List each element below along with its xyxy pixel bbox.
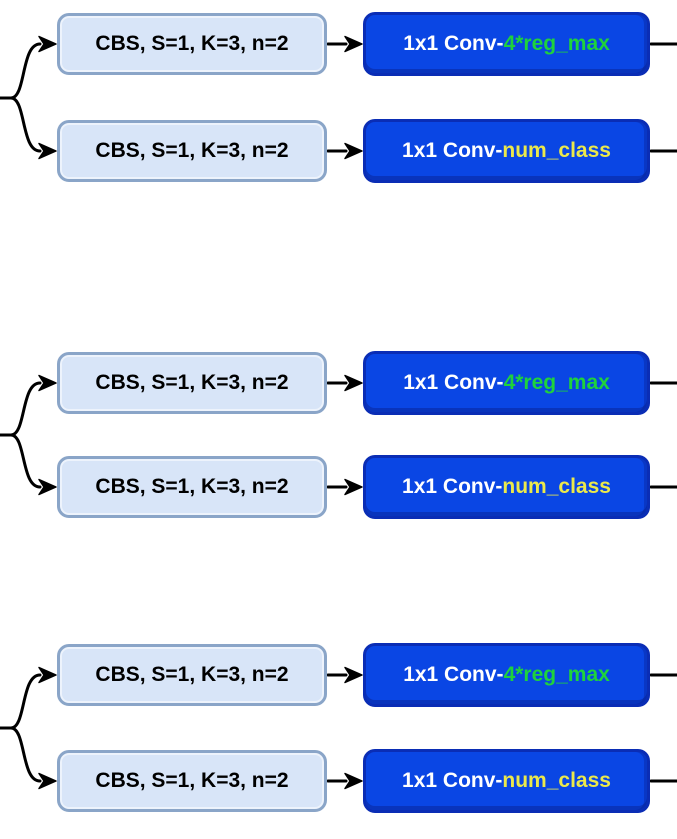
reg-max-text: 4*reg_max xyxy=(503,32,610,55)
branch-up xyxy=(9,42,42,100)
conv-reg-block: 1x1 Conv-4*reg_max xyxy=(363,643,650,707)
conv-label: 1x1 Conv-num_class xyxy=(402,139,611,163)
cbs-block: CBS, S=1, K=3, n=2 xyxy=(57,13,327,75)
cbs-block: CBS, S=1, K=3, n=2 xyxy=(57,750,327,812)
conv-reg-block: 1x1 Conv-4*reg_max xyxy=(363,351,650,415)
conv-label: 1x1 Conv-4*reg_max xyxy=(403,32,610,56)
conv-prefix-text: 1x1 Conv- xyxy=(403,663,504,686)
cbs-label: CBS, S=1, K=3, n=2 xyxy=(95,371,289,394)
conv-prefix-text: 1x1 Conv- xyxy=(402,475,503,498)
cbs-label: CBS, S=1, K=3, n=2 xyxy=(95,475,289,498)
arrowhead-icon xyxy=(38,374,57,392)
conv-prefix-text: 1x1 Conv- xyxy=(402,769,503,792)
arrowhead-icon xyxy=(38,478,57,496)
branch-down xyxy=(9,726,42,783)
cbs-label: CBS, S=1, K=3, n=2 xyxy=(95,139,289,162)
cbs-block: CBS, S=1, K=3, n=2 xyxy=(57,120,327,182)
cbs-block: CBS, S=1, K=3, n=2 xyxy=(57,352,327,414)
conv-prefix-text: 1x1 Conv- xyxy=(403,32,504,55)
conv-label: 1x1 Conv-4*reg_max xyxy=(403,663,610,687)
branch-down xyxy=(9,96,42,153)
arrowhead-icon xyxy=(38,35,57,53)
conv-label: 1x1 Conv-4*reg_max xyxy=(403,371,610,395)
reg-max-text: 4*reg_max xyxy=(503,663,610,686)
reg-max-text: 4*reg_max xyxy=(503,371,610,394)
conv-reg-block: 1x1 Conv-4*reg_max xyxy=(363,12,650,76)
cbs-block: CBS, S=1, K=3, n=2 xyxy=(57,644,327,706)
cbs-label: CBS, S=1, K=3, n=2 xyxy=(95,663,289,686)
arrowhead-icon xyxy=(344,35,363,53)
branch-up xyxy=(9,673,42,730)
cbs-label: CBS, S=1, K=3, n=2 xyxy=(95,32,289,55)
arrowhead-icon xyxy=(38,666,57,684)
branch-up xyxy=(9,381,42,437)
conv-prefix-text: 1x1 Conv- xyxy=(403,371,504,394)
arrowhead-icon xyxy=(38,142,57,160)
branch-down xyxy=(9,433,42,489)
arrowhead-icon xyxy=(344,772,363,790)
conv-cls-block: 1x1 Conv-num_class xyxy=(363,119,650,183)
arrowhead-icon xyxy=(344,142,363,160)
arrowhead-icon xyxy=(38,772,57,790)
num-class-text: num_class xyxy=(502,769,611,792)
num-class-text: num_class xyxy=(502,475,611,498)
cbs-label: CBS, S=1, K=3, n=2 xyxy=(95,769,289,792)
arrowhead-icon xyxy=(344,478,363,496)
arrowhead-icon xyxy=(344,374,363,392)
num-class-text: num_class xyxy=(502,139,611,162)
conv-cls-block: 1x1 Conv-num_class xyxy=(363,749,650,813)
conv-label: 1x1 Conv-num_class xyxy=(402,769,611,793)
conv-prefix-text: 1x1 Conv- xyxy=(402,139,503,162)
conv-label: 1x1 Conv-num_class xyxy=(402,475,611,499)
cbs-block: CBS, S=1, K=3, n=2 xyxy=(57,456,327,518)
conv-cls-block: 1x1 Conv-num_class xyxy=(363,455,650,519)
arrowhead-icon xyxy=(344,666,363,684)
